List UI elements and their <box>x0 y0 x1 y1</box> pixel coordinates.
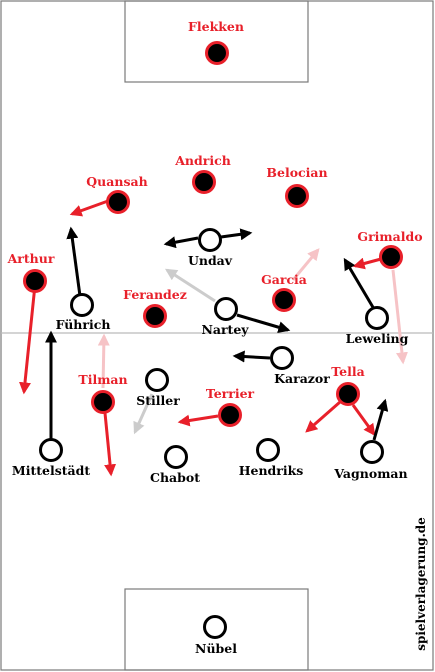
player-label: Nartey <box>201 322 249 337</box>
player-arthur: Arthur <box>7 251 55 293</box>
player-label: Vagnoman <box>333 466 407 481</box>
player-label: Arthur <box>7 251 55 266</box>
arrow-grimaldo <box>352 257 382 270</box>
arrow-quansah <box>69 199 109 217</box>
player-label: Andrich <box>174 153 231 168</box>
player-label: Grimaldo <box>357 229 422 244</box>
player-label: Hendriks <box>239 463 304 478</box>
player-label: Ferandez <box>123 287 187 302</box>
arrow-undav-right <box>220 228 253 241</box>
player-nubel: Nübel <box>195 615 237 656</box>
player-mittelstadt: Mittelstädt <box>12 438 90 478</box>
player-label: Flekken <box>188 19 244 34</box>
player-label: Tella <box>331 364 364 379</box>
player-label: Terrier <box>206 386 255 401</box>
player-label: Tilman <box>78 372 127 387</box>
player-stiller: Stiller <box>136 368 180 408</box>
player-label: Belocian <box>266 165 327 180</box>
player-label: Karazor <box>274 371 330 386</box>
player-label: Leweling <box>346 331 409 346</box>
player-label: Quansah <box>86 174 147 189</box>
player-label: Chabot <box>150 470 200 485</box>
player-quansah: Quansah <box>86 174 148 214</box>
player-hendriks: Hendriks <box>239 438 304 478</box>
arrow-grimaldo-pink <box>391 269 408 365</box>
player-terrier: Terrier <box>206 386 255 427</box>
player-garcia: Garcia <box>261 272 307 312</box>
player-label: Nübel <box>195 641 237 656</box>
movement-arrows <box>19 199 408 477</box>
player-vagnoman: Vagnoman <box>333 440 408 481</box>
top-penalty-box <box>124 0 309 83</box>
arrow-fuhrich <box>66 226 82 297</box>
player-grimaldo: Grimaldo <box>357 229 423 269</box>
player-chabot: Chabot <box>150 445 200 485</box>
player-label: Führich <box>56 317 111 332</box>
arrow-nartey-grey <box>164 268 216 303</box>
player-leweling: Leweling <box>346 306 409 346</box>
player-flekken: Flekken <box>188 19 244 65</box>
player-undav: Undav <box>188 228 233 268</box>
arrow-tella-left <box>305 400 341 433</box>
arrow-nartey <box>236 313 291 334</box>
arrow-terrier <box>177 414 219 427</box>
arrow-tella-down <box>351 404 376 436</box>
watermark: spielverlagerung.de <box>414 517 428 651</box>
player-label: Garcia <box>261 272 307 287</box>
player-karazor: Karazor <box>270 346 330 386</box>
player-belocian: Belocian <box>266 165 328 208</box>
arrow-karazor <box>232 350 271 363</box>
player-andrich: Andrich <box>174 153 231 194</box>
player-fuhrich: Führich <box>56 293 111 332</box>
player-ferandez: Ferandez <box>123 287 187 328</box>
arrow-undav-left <box>163 236 199 249</box>
arrow-vagnoman <box>372 398 389 441</box>
player-label: Undav <box>188 253 233 268</box>
player-tilman: Tilman <box>78 372 128 414</box>
arrow-leweling <box>343 257 376 310</box>
arrow-arthur <box>19 284 37 395</box>
red-team: Flekken Andrich Quansah Belocian Grimald… <box>7 19 423 427</box>
player-tella: Tella <box>331 364 365 406</box>
player-nartey: Nartey <box>201 297 249 337</box>
arrow-tilman-pink <box>97 333 110 389</box>
player-label: Stiller <box>136 393 180 408</box>
white-team: Undav Führich Nartey Leweling Karazor St… <box>12 228 409 656</box>
arrow-garcia-pink <box>291 248 320 281</box>
bottom-penalty-box <box>124 588 309 671</box>
arrow-tilman <box>103 412 117 477</box>
player-label: Mittelstädt <box>12 463 90 478</box>
arrow-stiller-grey <box>133 393 154 435</box>
